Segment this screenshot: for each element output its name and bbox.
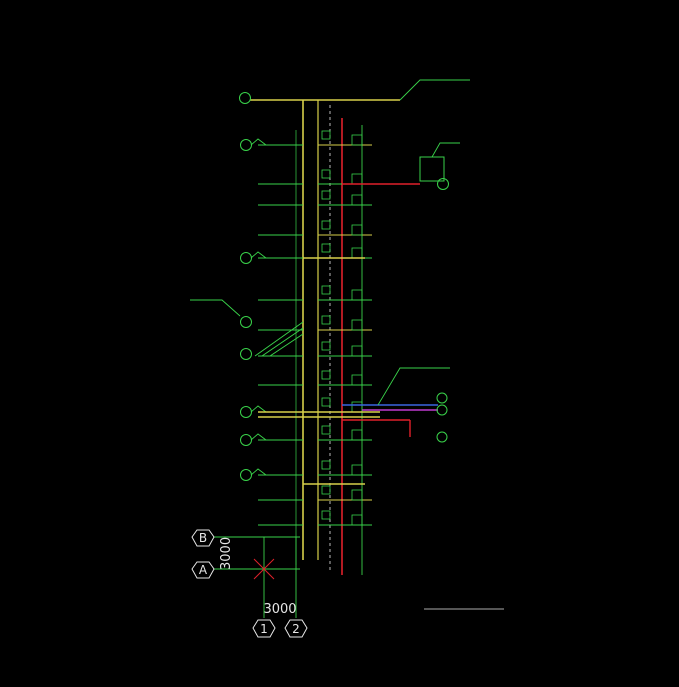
valve-symbol — [351, 319, 363, 331]
top-feeder — [239, 79, 470, 104]
valve-symbol — [351, 464, 363, 476]
valve-symbol — [321, 285, 331, 295]
grid-label-1: 1 — [260, 622, 268, 636]
valve-symbol — [321, 341, 331, 351]
diag-pipe-3 — [269, 333, 304, 357]
grid-bubble-a — [191, 561, 215, 579]
valve-symbol — [321, 169, 331, 179]
diag-leader — [190, 299, 241, 317]
branch-pipe — [250, 468, 267, 476]
valve-symbol — [351, 429, 363, 441]
equipment-leader — [431, 142, 460, 158]
valve-symbol — [351, 345, 363, 357]
valve-symbol — [321, 315, 331, 325]
cross-mark — [253, 558, 275, 580]
diag-pipe-1 — [254, 321, 304, 357]
axis-grid: B A 3000 3000 1 2 — [191, 529, 308, 638]
fixture-circle — [437, 178, 449, 190]
branch-pipe — [250, 138, 267, 146]
valve-symbol — [321, 397, 331, 407]
fixture-circle — [240, 316, 252, 328]
manifold-leader — [377, 367, 450, 406]
fixture-circle — [240, 348, 252, 360]
valve-symbol — [321, 243, 331, 253]
fixture-circle — [239, 92, 251, 104]
grid-bubble-2 — [284, 619, 308, 638]
valve-symbol — [351, 194, 363, 206]
grid-label-2: 2 — [292, 622, 300, 636]
valve-symbol — [351, 289, 363, 301]
valve-symbol — [321, 370, 331, 380]
grid-bubble-b — [191, 529, 215, 547]
valve-symbol — [351, 224, 363, 236]
valve-symbol — [321, 130, 331, 140]
valve-symbol — [321, 510, 331, 520]
diag-pipe-2 — [261, 327, 304, 357]
right-red-connection — [342, 142, 460, 190]
valve-symbol — [351, 134, 363, 146]
valve-symbol — [351, 374, 363, 386]
top-feeder-leader — [399, 79, 470, 101]
grid-bubble-1 — [252, 619, 276, 638]
valve-symbol — [321, 425, 331, 435]
valve-symbol — [321, 220, 331, 230]
valve-symbol — [321, 485, 331, 495]
dimension-vertical: 3000 — [219, 537, 234, 570]
valve-symbol — [351, 514, 363, 526]
branch-pipe — [250, 251, 267, 259]
valve-symbol — [351, 489, 363, 501]
fixture-circle — [436, 431, 448, 443]
dimension-horizontal: 3000 — [263, 602, 296, 617]
fixture-circle — [436, 404, 448, 416]
grid-label-a: A — [199, 563, 208, 577]
branch-pipe — [250, 405, 267, 413]
fixture-circle — [436, 392, 448, 404]
right-manifold — [342, 367, 450, 443]
valve-symbol — [321, 460, 331, 470]
valve-symbol — [321, 190, 331, 200]
left-diagonal-branch — [190, 299, 304, 360]
grid-label-b: B — [199, 531, 207, 545]
branch-pipe — [250, 433, 267, 441]
